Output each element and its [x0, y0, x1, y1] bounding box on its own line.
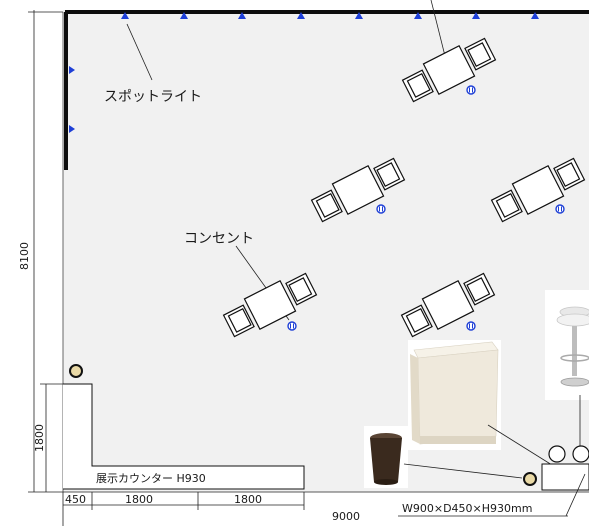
chair-inner	[466, 277, 491, 303]
outlet-label: コンセント	[184, 231, 254, 247]
top-leader	[430, 0, 447, 61]
outlet-icon	[287, 321, 297, 331]
chair-inner	[495, 192, 520, 218]
floor-post-icon	[523, 472, 537, 486]
chair-inner	[556, 162, 581, 188]
table	[331, 164, 385, 216]
spotlight-column-left	[69, 66, 75, 133]
table-set-1	[401, 37, 497, 103]
table-set-5	[400, 272, 496, 338]
chair-inner	[315, 192, 340, 218]
table	[422, 44, 476, 96]
dim-height-counter: 1800	[33, 424, 46, 452]
dim-seg-450: 450	[65, 493, 86, 506]
spotlight-label: スポットライト	[104, 89, 202, 105]
counter-label: 展示カウンター H930	[96, 472, 206, 485]
spotlight-triangle-icon	[472, 12, 480, 19]
spotlight-triangle-icon	[121, 12, 129, 19]
dimension-bottom	[62, 491, 589, 526]
spotlight-triangle-icon	[238, 12, 246, 19]
dim-seg-1800a: 1800	[125, 493, 153, 506]
chair-inner	[406, 72, 431, 98]
dim-height-total: 8100	[18, 242, 31, 270]
chair-inner	[467, 42, 492, 68]
outlet-icon	[466, 321, 476, 331]
table-set-2	[310, 157, 406, 223]
dim-width-total: 9000	[332, 510, 360, 523]
chair-inner	[227, 307, 252, 333]
spotlight-leader	[126, 23, 153, 81]
chair-inner	[376, 162, 401, 188]
counter-spec-leader	[565, 473, 586, 517]
bin-leader	[403, 463, 523, 479]
table	[511, 164, 565, 216]
floor-area	[63, 10, 589, 492]
chair-inner	[288, 277, 313, 303]
table	[243, 279, 297, 331]
bar-stool-icon	[545, 290, 589, 400]
outlet-icon	[555, 204, 565, 214]
trash-bin-icon	[364, 426, 408, 488]
spotlight-triangle-icon	[355, 12, 363, 19]
table-set-4	[222, 272, 318, 338]
table	[421, 279, 475, 331]
counter-photo	[408, 340, 501, 450]
counter-photo-leader	[487, 424, 561, 471]
floor-post-icon	[69, 364, 83, 378]
right-counter-plan	[541, 463, 589, 491]
stool-plan	[548, 445, 566, 463]
chair-inner	[405, 307, 430, 333]
spotlight-row-top	[121, 12, 539, 19]
stool-plan	[572, 445, 589, 463]
spotlight-triangle-icon	[297, 12, 305, 19]
spotlight-triangle-icon	[69, 125, 75, 133]
outlet-icon	[466, 85, 476, 95]
spotlight-triangle-icon	[69, 66, 75, 74]
display-counter	[63, 383, 305, 490]
table-set-3	[490, 157, 586, 223]
dimension-left	[28, 10, 63, 493]
spotlight-triangle-icon	[180, 12, 188, 19]
dim-seg-1800b: 1800	[234, 493, 262, 506]
counter-spec-label: W900×D450×H930mm	[402, 502, 532, 515]
spotlight-triangle-icon	[414, 12, 422, 19]
spotlight-triangle-icon	[531, 12, 539, 19]
outlet-icon	[376, 204, 386, 214]
